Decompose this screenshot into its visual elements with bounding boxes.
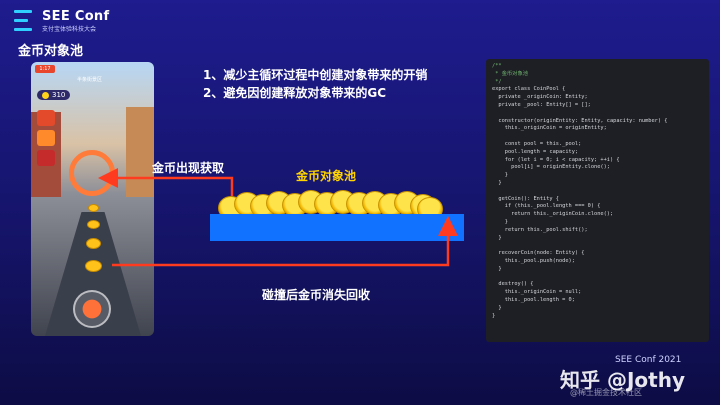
code-line: } <box>492 235 709 243</box>
code-line: const pool = this._pool; <box>492 141 709 149</box>
code-line: getCoin(): Entity { <box>492 196 709 204</box>
code-line: } <box>492 172 709 180</box>
arrow-get <box>108 178 232 196</box>
code-line: this._originCoin = null; <box>492 289 709 297</box>
code-line: } <box>492 219 709 227</box>
watermark-sub: @稀土掘金技术社区 <box>570 387 642 398</box>
code-line: recoverCoin(node: Entity) { <box>492 250 709 258</box>
code-line: } <box>492 180 709 188</box>
code-line: this._originCoin = originEntity; <box>492 125 709 133</box>
code-line: pool[i] = originEntity.clone(); <box>492 164 709 172</box>
code-line: /** <box>492 63 709 71</box>
code-line: this._pool.length = 0; <box>492 297 709 305</box>
code-line: } <box>492 266 709 274</box>
code-line: private _pool: Entity[] = []; <box>492 102 709 110</box>
code-line: for (let i = 0; i < capacity; ++i) { <box>492 157 709 165</box>
code-line <box>492 110 709 118</box>
code-line: } <box>492 313 709 321</box>
code-line: } <box>492 305 709 313</box>
code-line: pool.length = capacity; <box>492 149 709 157</box>
code-line: * 金币对象池 <box>492 71 709 79</box>
code-line <box>492 188 709 196</box>
code-line: if (this._pool.length === 0) { <box>492 203 709 211</box>
code-line <box>492 274 709 282</box>
code-line: return this._pool.shift(); <box>492 227 709 235</box>
code-line: private _originCoin: Entity; <box>492 94 709 102</box>
code-line: return this._originCoin.clone(); <box>492 211 709 219</box>
arrow-recycle <box>112 226 448 265</box>
code-line: export class CoinPool { <box>492 86 709 94</box>
code-line: this._pool.push(node); <box>492 258 709 266</box>
code-panel: /** * 金币对象池 */export class CoinPool { pr… <box>486 59 709 342</box>
code-line: destroy() { <box>492 281 709 289</box>
code-line: */ <box>492 79 709 87</box>
code-line: constructor(originEntity: Entity, capaci… <box>492 118 709 126</box>
code-line <box>492 133 709 141</box>
code-line <box>492 242 709 250</box>
